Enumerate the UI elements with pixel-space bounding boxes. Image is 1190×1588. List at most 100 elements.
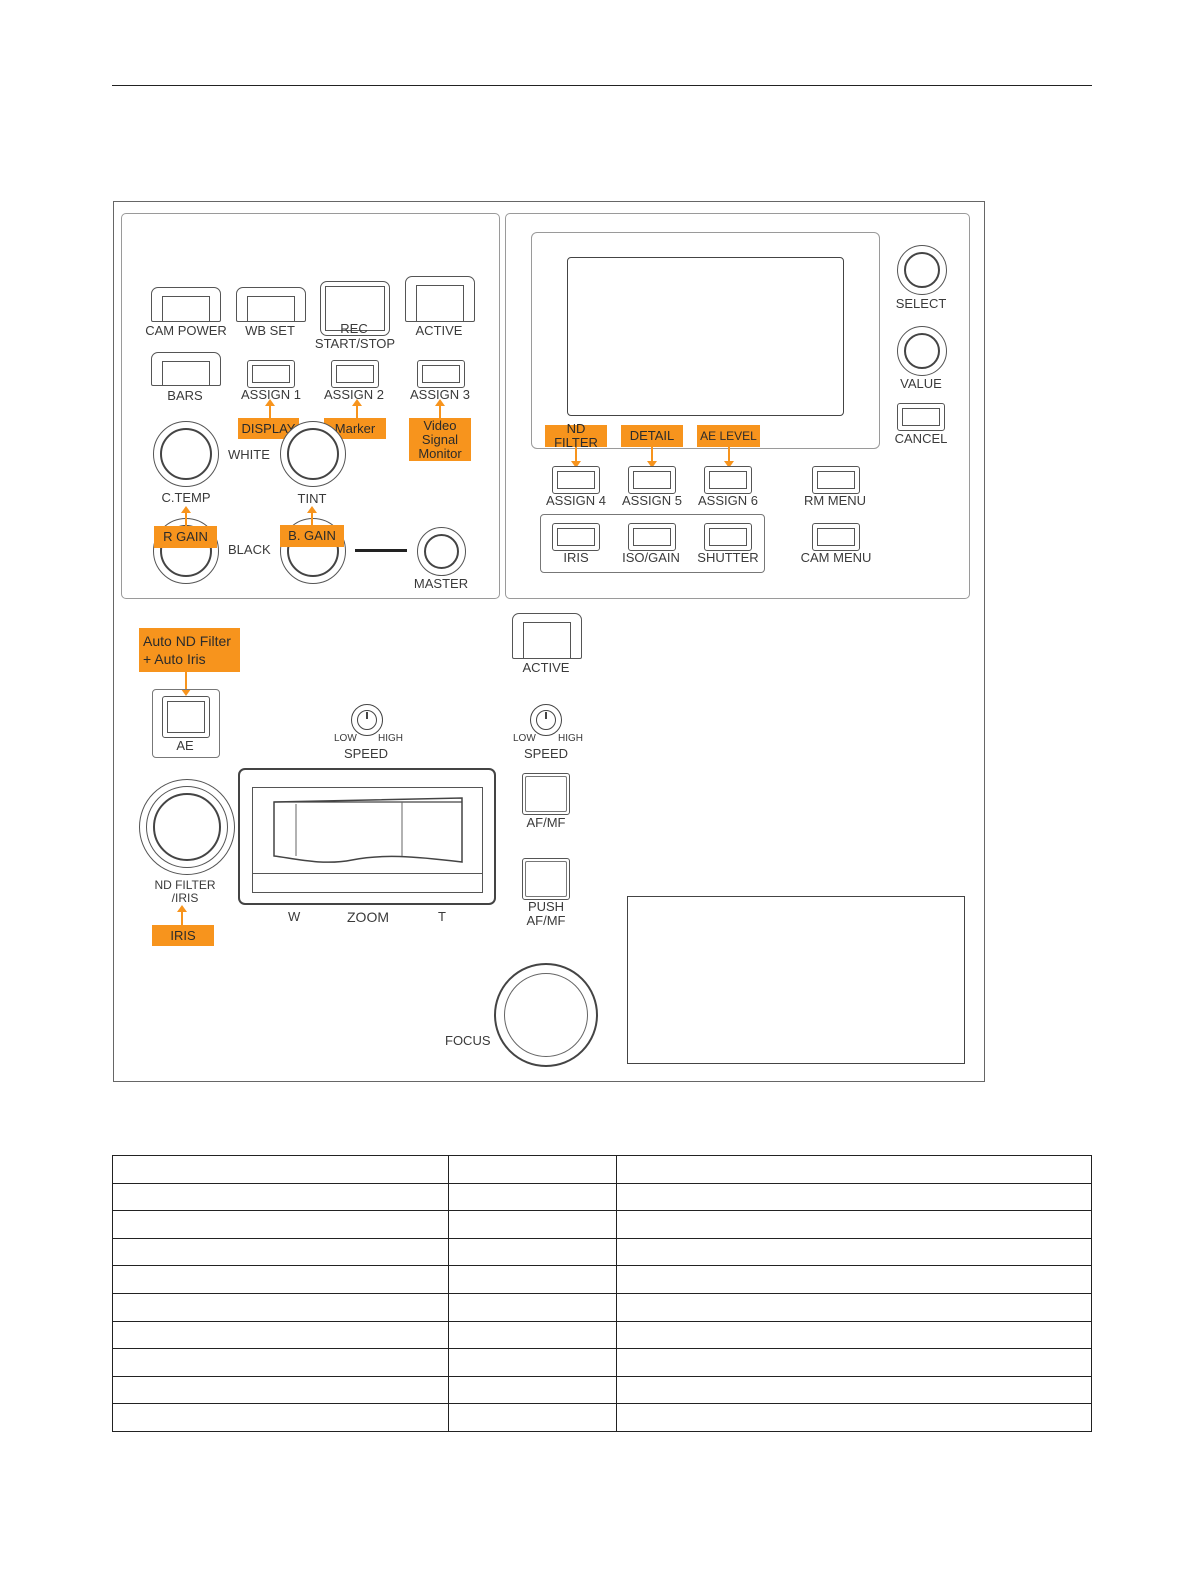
- zoom-rocker-track: [252, 873, 483, 874]
- cam-menu-label: CAM MENU: [800, 550, 872, 565]
- zoom-rocker-lever[interactable]: [272, 796, 464, 866]
- b-gain-arrow: [307, 506, 317, 525]
- auto-nd-arrow: [181, 672, 191, 696]
- nd-iris-knob-outer[interactable]: [139, 779, 235, 875]
- af-mf-label: AF/MF: [526, 815, 566, 830]
- select-label: SELECT: [895, 296, 947, 311]
- zoom-w-label: W: [288, 909, 301, 924]
- cam-power-button[interactable]: [151, 287, 221, 322]
- header-rule: [112, 85, 1092, 86]
- r-gain-tag: R GAIN: [154, 526, 217, 548]
- vsm-arrow: [435, 399, 445, 418]
- cam-menu-button[interactable]: [812, 523, 860, 551]
- assign6-button[interactable]: [704, 466, 752, 494]
- ae-level-arrow: [724, 447, 734, 468]
- active-label-top: ACTIVE: [415, 323, 463, 338]
- start-stop-label: START/STOP: [314, 336, 396, 351]
- assign1-label: ASSIGN 1: [241, 387, 301, 402]
- iris-arrow: [177, 905, 187, 925]
- nd-filter-arrow: [571, 447, 581, 468]
- iso-gain-label: ISO/GAIN: [622, 550, 680, 565]
- master-link-line: [355, 549, 407, 552]
- table-row: [112, 1182, 1092, 1212]
- af-mf-button[interactable]: [522, 773, 570, 815]
- table-row: [112, 1320, 1092, 1350]
- nd-filter-iris-label: ND FILTER /IRIS: [154, 878, 216, 905]
- value-knob[interactable]: [897, 326, 947, 376]
- zoom-speed-low: LOW: [334, 733, 357, 744]
- ae-level-tag: AE LEVEL: [697, 425, 760, 447]
- push-af-mf-label: PUSH AF/MF: [526, 899, 566, 928]
- exposure-group: [540, 514, 765, 573]
- iris-tag: IRIS: [152, 925, 214, 946]
- tint-knob[interactable]: [280, 421, 346, 487]
- iso-gain-button[interactable]: [628, 523, 676, 551]
- lcd-bezel: [531, 232, 880, 449]
- rec-label: REC: [340, 321, 368, 336]
- iris-label: IRIS: [563, 550, 589, 565]
- zoom-t-label: T: [438, 909, 446, 924]
- marker-arrow: [352, 399, 362, 418]
- ae-label: AE: [176, 738, 194, 753]
- cancel-label: CANCEL: [894, 431, 948, 446]
- assign4-button[interactable]: [552, 466, 600, 494]
- shutter-button[interactable]: [704, 523, 752, 551]
- ae-button[interactable]: [162, 696, 210, 738]
- zoom-speed-label: SPEED: [343, 746, 389, 761]
- ctemp-knob[interactable]: [153, 421, 219, 487]
- control-panel-diagram: [113, 201, 985, 1082]
- table-row: [112, 1348, 1092, 1377]
- nd-filter-tag: ND FILTER: [545, 422, 607, 450]
- value-label: VALUE: [900, 376, 942, 391]
- wb-set-label: WB SET: [245, 323, 295, 338]
- auto-nd-tag: Auto ND Filter + Auto Iris: [139, 628, 240, 672]
- spec-table: [112, 1155, 1092, 1432]
- tint-label: TINT: [297, 491, 327, 506]
- table-row: [112, 1210, 1092, 1239]
- table-row: [112, 1375, 1092, 1405]
- assign3-button[interactable]: [417, 360, 465, 388]
- focus-label: FOCUS: [445, 1033, 491, 1048]
- active-button-top[interactable]: [405, 276, 475, 322]
- assign5-label: ASSIGN 5: [622, 493, 682, 508]
- rm-menu-button[interactable]: [812, 466, 860, 494]
- zoom-rocker-frame: [238, 768, 496, 905]
- zoom-speed-high: HIGH: [378, 733, 403, 744]
- table-row: [112, 1155, 1092, 1184]
- bars-button[interactable]: [151, 352, 221, 386]
- focus-speed-knob[interactable]: [530, 704, 562, 736]
- bars-label: BARS: [167, 388, 203, 403]
- detail-tag: DETAIL: [621, 425, 683, 447]
- cam-power-label: CAM POWER: [145, 323, 227, 338]
- table-row: [112, 1265, 1092, 1294]
- white-label: WHITE: [228, 447, 270, 462]
- focus-speed-low: LOW: [513, 733, 536, 744]
- table-row: [112, 1292, 1092, 1322]
- iris-button[interactable]: [552, 523, 600, 551]
- table-row: [112, 1237, 1092, 1267]
- master-knob[interactable]: [417, 527, 466, 576]
- r-gain-arrow: [181, 506, 191, 526]
- assign1-button[interactable]: [247, 360, 295, 388]
- table-row: [112, 1403, 1092, 1432]
- rm-menu-label: RM MENU: [803, 493, 867, 508]
- active-label-lens: ACTIVE: [522, 660, 570, 675]
- nd-iris-knob[interactable]: [146, 786, 228, 868]
- cancel-button[interactable]: [897, 403, 945, 431]
- black-label: BLACK: [228, 542, 271, 557]
- push-af-mf-button[interactable]: [522, 858, 570, 900]
- focus-knob[interactable]: [494, 963, 598, 1067]
- rec-button[interactable]: [320, 281, 390, 336]
- ctemp-label: C.TEMP: [161, 490, 211, 505]
- assign5-button[interactable]: [628, 466, 676, 494]
- shutter-label: SHUTTER: [697, 550, 759, 565]
- vsm-tag: Video Signal Monitor: [409, 418, 471, 461]
- active-button-lens[interactable]: [512, 613, 582, 659]
- display-arrow: [265, 399, 275, 418]
- select-knob[interactable]: [897, 245, 947, 295]
- assign3-label: ASSIGN 3: [410, 387, 470, 402]
- assign2-button[interactable]: [331, 360, 379, 388]
- wb-set-button[interactable]: [236, 287, 306, 322]
- display-tag: DISPLAY: [238, 418, 299, 439]
- zoom-speed-knob[interactable]: [351, 704, 383, 736]
